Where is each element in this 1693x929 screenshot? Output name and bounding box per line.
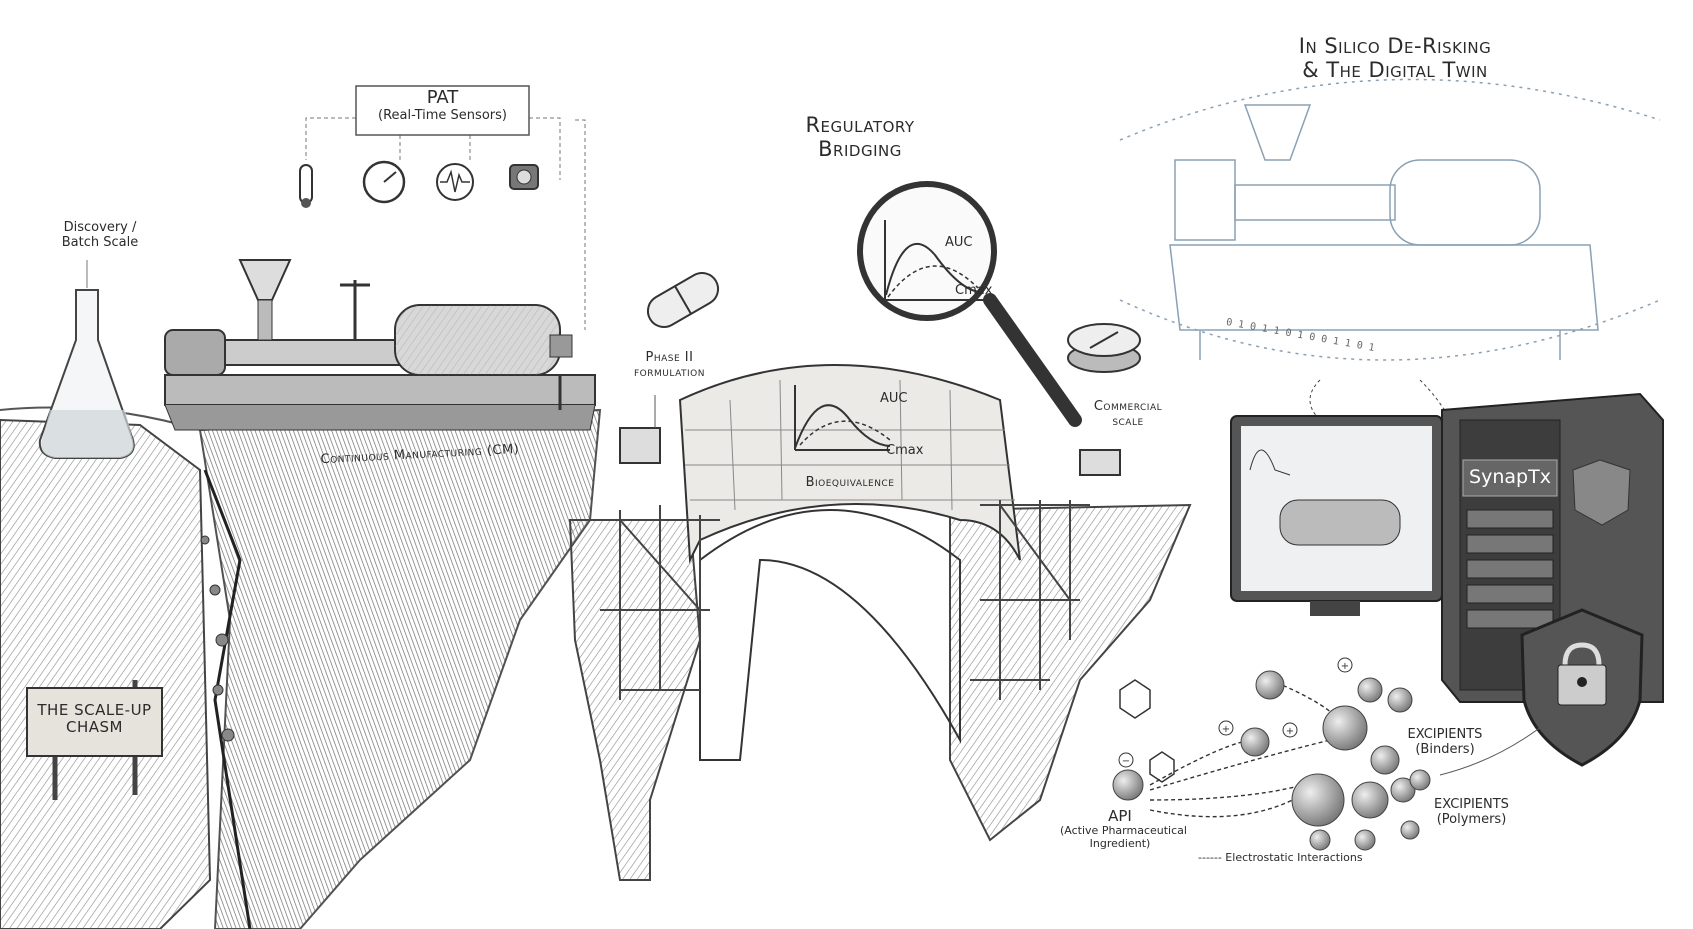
in-silico-title-line1: In Silico De-Risking (1298, 34, 1492, 58)
svg-text:+: + (1341, 661, 1349, 672)
polymers-title: EXCIPIENTS (1434, 797, 1509, 812)
scaffolding-left (580, 505, 720, 700)
capsule-icon (646, 272, 720, 328)
chasm-label: THE SCALE-UP CHASM (27, 701, 162, 737)
magnifying-glass-icon (857, 181, 1082, 427)
binders-title: EXCIPIENTS (1407, 727, 1483, 742)
svg-text:+: + (1286, 726, 1294, 737)
polymers-label: EXCIPIENTS (Polymers) (1424, 797, 1519, 828)
lens-auc-label: AUC (945, 235, 973, 250)
commercial-line1: Commercial (1093, 399, 1163, 414)
svg-text:−: − (1122, 756, 1130, 767)
api-sub1: (Active Pharmaceutical (1060, 824, 1187, 838)
lens-cmax-label: Cmax (955, 283, 993, 298)
discovery-line2: Batch Scale (61, 234, 139, 250)
molecular-interaction-diagram: − + + + (1112, 657, 1551, 851)
lock-shield-small-icon (1572, 459, 1631, 526)
pat-label: PAT (Real-Time Sensors) (356, 87, 529, 124)
in-silico-title: In Silico De-Risking & The Digital Twin (1260, 34, 1530, 82)
phase-ii-label: Phase II formulation (622, 350, 717, 381)
computer-monitor (1230, 415, 1443, 616)
scaffolding-right (970, 500, 1090, 700)
pat-box (355, 85, 530, 136)
binders-label: EXCIPIENTS (Binders) (1400, 727, 1490, 758)
phase-line2: formulation (633, 364, 705, 380)
continuous-manufacturing-machine (164, 259, 596, 431)
commercial-scale-label: Commercial scale (1078, 399, 1178, 430)
pressure-gauge-icon (362, 160, 406, 204)
in-silico-title-line2: & The Digital Twin (1302, 58, 1488, 83)
regulatory-bridging-title: Regulatory Bridging (770, 113, 950, 161)
discovery-line1: Discovery / (63, 220, 137, 235)
camera-sensor-icon (509, 164, 539, 190)
stone-block-right (1079, 449, 1121, 476)
bridge-cmax-label: Cmax (886, 443, 924, 458)
api-sub2: Ingredient) (1089, 836, 1151, 850)
polymers-sub: (Polymers) (1436, 811, 1507, 827)
stone-arch-bridge (678, 364, 1021, 761)
stone-block-left (619, 427, 661, 464)
server-brand-label: SynapTx (1469, 466, 1551, 488)
commercial-line2: scale (1112, 413, 1144, 429)
electrostatic-legend: ------ Electrostatic Interactions (1198, 851, 1363, 864)
api-title: API (1108, 807, 1132, 825)
pat-connectors (305, 117, 586, 330)
bioequivalence-label: Bioequivalence (805, 475, 895, 490)
waveform-icon (436, 163, 474, 201)
phase-line1: Phase II (645, 350, 694, 365)
regulatory-title-line1: Regulatory (805, 113, 915, 137)
pat-title: PAT (426, 87, 459, 108)
thermometer-icon (299, 164, 313, 208)
falling-rocks (200, 535, 235, 742)
chasm-line2: CHASM (66, 718, 123, 737)
bridge-auc-label: AUC (880, 391, 908, 406)
left-cliff (0, 406, 602, 929)
erlenmeyer-flask-icon (38, 260, 135, 459)
security-shield-lock-icon (1520, 608, 1644, 767)
pat-subtitle: (Real-Time Sensors) (378, 107, 507, 123)
regulatory-title-line2: Bridging (818, 137, 902, 162)
binders-sub: (Binders) (1415, 741, 1475, 757)
svg-text:+: + (1222, 724, 1230, 735)
tablet-icon (1067, 323, 1141, 373)
scale-up-chasm-sign (26, 680, 163, 800)
digital-twin-machine (1119, 78, 1661, 361)
chasm-line1: THE SCALE-UP (37, 701, 152, 719)
data-flow-arrow-2 (1419, 379, 1451, 421)
discovery-label: Discovery / Batch Scale (45, 220, 155, 251)
data-flow-arrow (1309, 379, 1321, 421)
api-label: API (Active Pharmaceutical Ingredient) (1060, 807, 1187, 851)
